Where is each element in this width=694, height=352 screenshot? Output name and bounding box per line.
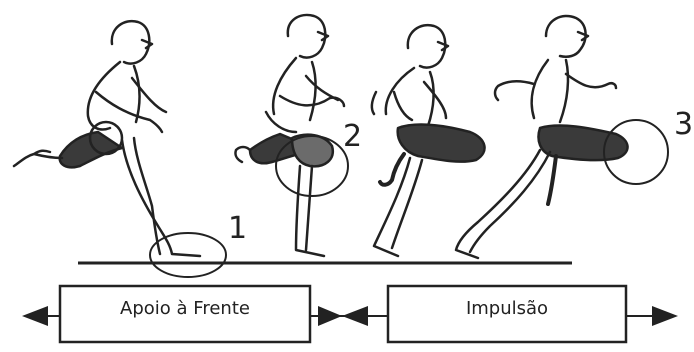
arrow-left-icon [22,306,48,326]
highlight-circle-3 [603,119,669,185]
runner-figure-2 [234,13,346,258]
marker-2: 2 [343,119,363,154]
phase-label-front-support: Apoio à Frente [120,298,250,319]
phase-label-impulse: Impulsão [465,298,549,319]
marker-1: 1 [228,211,248,246]
arrow-right-icon [652,306,678,326]
runner-figure-1 [12,19,202,258]
runner-figure-4 [454,14,629,260]
highlight-circle-1 [149,232,227,278]
marker-3: 3 [674,107,694,142]
arrow-left-icon [342,306,368,326]
highlight-circle-2 [275,135,349,197]
runner-figure-3 [370,23,486,258]
phase-box-front-support [58,284,312,344]
phase-box-impulse [386,284,628,344]
arrow-right-icon [318,306,342,326]
